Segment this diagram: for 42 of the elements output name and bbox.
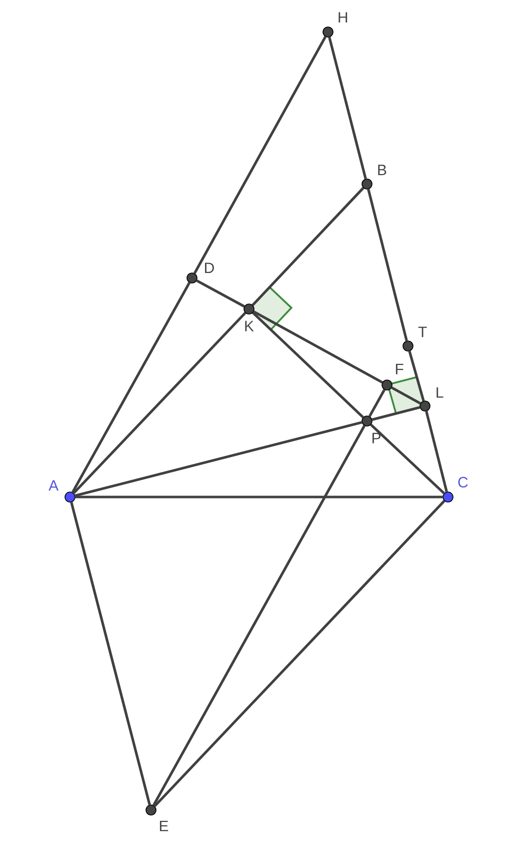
node-label: H xyxy=(338,12,348,23)
line-segment xyxy=(72,282,191,493)
node-label: A xyxy=(48,480,59,491)
point: F xyxy=(382,364,404,390)
line-segment xyxy=(253,310,383,384)
line-segment xyxy=(75,496,443,498)
node-label: D xyxy=(205,262,214,274)
point: B xyxy=(362,164,386,190)
line-segment xyxy=(193,36,327,274)
line-segment xyxy=(196,279,245,308)
line-segment xyxy=(368,389,386,417)
node-label: C xyxy=(458,476,468,488)
line-segment xyxy=(328,36,367,180)
line-segment xyxy=(154,500,446,807)
point: D xyxy=(186,262,214,284)
node-label: E xyxy=(160,820,168,832)
point: A xyxy=(48,480,76,502)
line-segment xyxy=(72,312,246,494)
node-label: F xyxy=(396,364,404,374)
point: K xyxy=(244,304,254,332)
line-segment xyxy=(252,312,364,418)
node-label: L xyxy=(436,387,444,398)
line-segment xyxy=(370,424,445,494)
node-label: P xyxy=(372,432,380,444)
line-segment xyxy=(391,386,421,405)
point: T xyxy=(402,326,427,352)
line-segment xyxy=(367,188,408,342)
line-segment xyxy=(252,187,364,306)
node-label: T xyxy=(418,326,427,338)
line-segment xyxy=(74,421,362,497)
point: E xyxy=(146,804,168,832)
line-segment xyxy=(372,406,420,421)
point: C xyxy=(442,476,468,502)
node-label: B xyxy=(378,164,386,176)
line-segment xyxy=(408,350,425,402)
point: P xyxy=(362,416,380,444)
line-segment xyxy=(425,410,448,492)
node-label: K xyxy=(245,320,254,332)
line-segment xyxy=(70,502,151,806)
point: L xyxy=(420,387,444,412)
line-segment xyxy=(152,425,366,806)
point: H xyxy=(322,12,348,38)
